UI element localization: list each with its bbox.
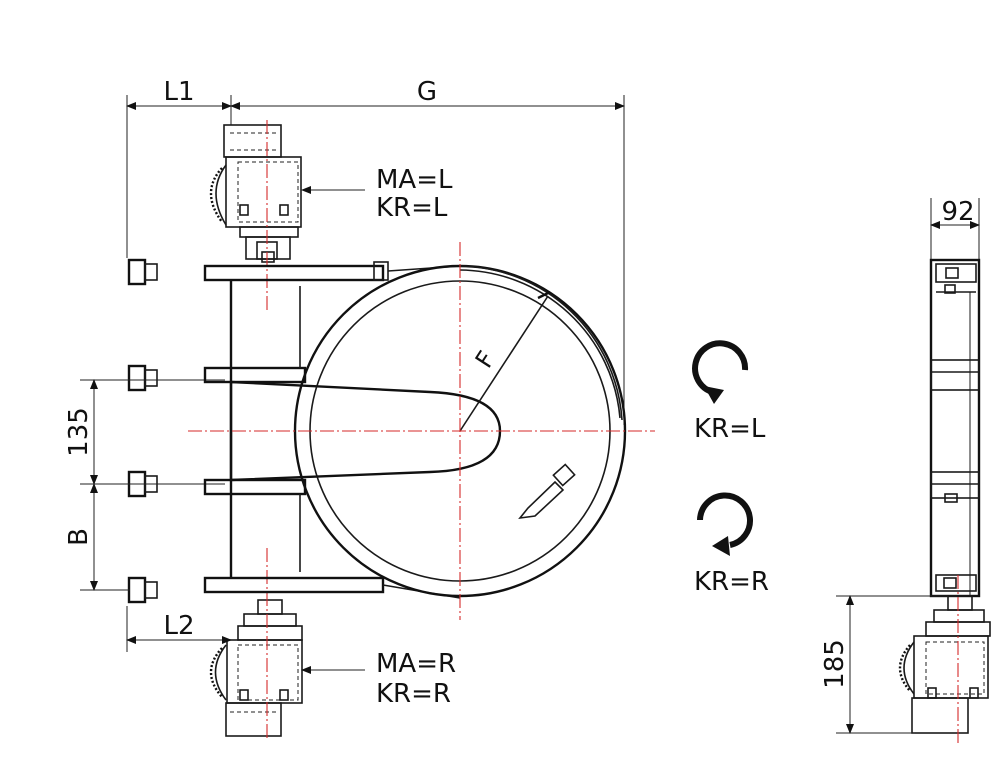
rotation-left-label: KR=L <box>694 414 766 444</box>
dim-label-b: B <box>64 528 94 546</box>
dimension-l1-g: L1 G <box>126 77 625 425</box>
top-motor-ma-label: MA=L <box>376 165 453 195</box>
bottom-motor <box>209 548 303 740</box>
counterclockwise-arrow-icon <box>692 340 749 404</box>
dim-label-92: 92 <box>941 197 974 227</box>
left-brackets <box>127 258 158 604</box>
bottom-motor-kr-label: KR=R <box>376 679 451 709</box>
feed-direction-arrow <box>518 463 576 520</box>
rotation-right-label: KR=R <box>694 567 769 597</box>
dimension-l2: L2 <box>126 606 232 652</box>
clockwise-arrow-icon <box>697 492 753 556</box>
dim-label-l1: L1 <box>163 77 194 107</box>
dimension-135-b: 135 B <box>64 379 225 591</box>
side-view: 92 185 <box>820 197 991 745</box>
dim-label-l2: L2 <box>163 611 194 641</box>
dim-label-f: F <box>470 346 501 373</box>
dim-label-135: 135 <box>64 407 94 457</box>
top-motor-kr-label: KR=L <box>376 193 448 223</box>
dim-label-g: G <box>417 77 437 107</box>
dim-label-185: 185 <box>820 639 850 689</box>
label-leaders <box>301 186 365 674</box>
bottom-motor-ma-label: MA=R <box>376 649 456 679</box>
main-frame: F <box>188 242 655 620</box>
top-motor <box>209 120 302 312</box>
